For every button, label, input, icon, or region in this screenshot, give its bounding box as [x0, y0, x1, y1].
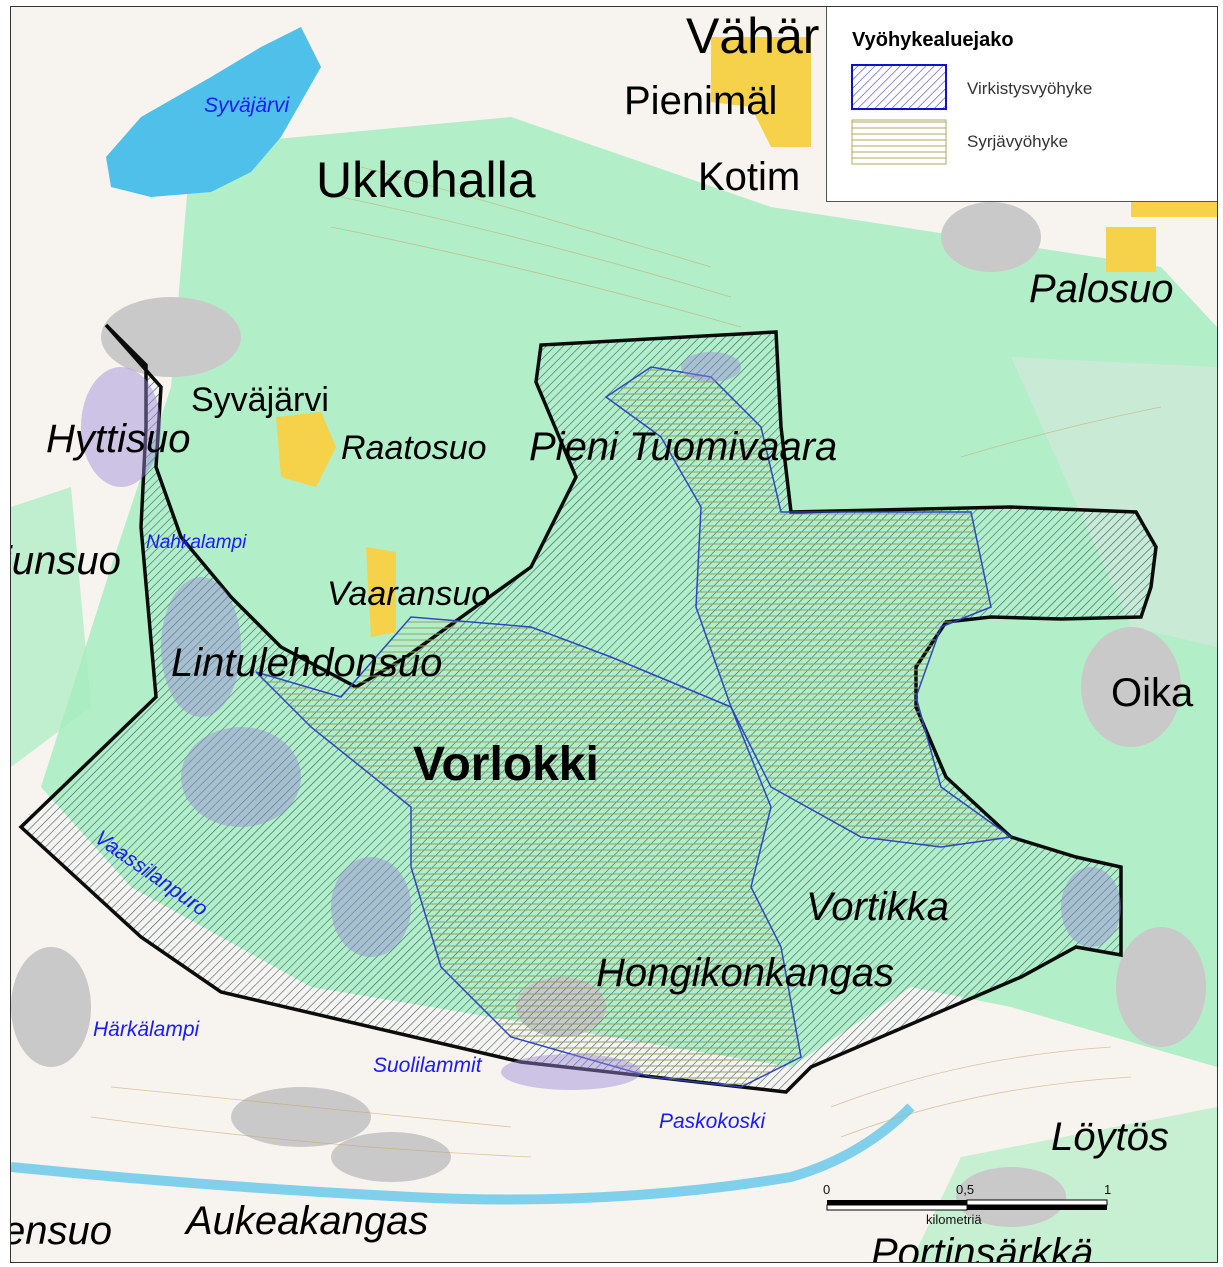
water-nahkalampi: Nahkalampi: [146, 532, 247, 553]
legend-label-virkistys: Virkistysvyöhyke: [967, 79, 1093, 98]
place-vahar: Vähär: [686, 8, 820, 64]
place-ensuo: ensuo: [10, 1209, 112, 1253]
place-kotim: Kotim: [698, 155, 801, 199]
place-pieni-tuomivaara: Pieni Tuomivaara: [529, 425, 838, 469]
place-aukeakangas: Aukeakangas: [186, 1199, 429, 1243]
place-vortikka: Vortikka: [806, 885, 950, 929]
scale-tick-half: 0,5: [956, 1182, 975, 1197]
map-canvas[interactable]: [11, 7, 1217, 1262]
legend-title: Vyöhykealuejako: [852, 29, 1014, 51]
place-palosuo: Palosuo: [1029, 267, 1174, 311]
water-harkalampi: Härkälampi: [93, 1018, 200, 1041]
place-vaaransuo: Vaaransuo: [327, 575, 491, 613]
place-hyttisuo: Hyttisuo: [46, 417, 191, 461]
place-ukkohalla: Ukkohalla: [316, 152, 536, 208]
legend-swatch-virkistys: [851, 64, 947, 110]
map-frame[interactable]: Ukkohalla Vähär Pienimäl Kotim Palosuo S…: [10, 6, 1218, 1263]
water-syvajarvi: Syväjärvi: [204, 94, 290, 117]
map-legend: Vyöhykealuejako Virkistysvyöhyke Syrjävy…: [826, 7, 1217, 202]
place-vorlokki: Vorlokki: [413, 738, 599, 791]
scale-tick-1: 1: [1104, 1182, 1112, 1197]
place-junsuo: junsuo: [10, 539, 121, 583]
scale-unit: kilometriä: [926, 1212, 982, 1227]
place-portinsarkka: Portinsärkkä: [871, 1231, 1094, 1263]
place-oika: Oika: [1111, 671, 1194, 715]
scale-bar: 0 0,5 1 kilometriä: [823, 1182, 1116, 1232]
syvajarvi-lake: [106, 27, 321, 197]
place-syvajarvi-village: Syväjärvi: [191, 381, 329, 419]
water-paskokoski: Paskokoski: [659, 1110, 766, 1133]
place-pienimal: Pienimäl: [624, 79, 778, 123]
river: [11, 1103, 915, 1205]
water-suolilammit: Suolilammit: [373, 1054, 482, 1077]
contours: [90, 166, 1162, 1158]
zone-syrja-north[interactable]: [604, 366, 1013, 848]
scale-tick-0: 0: [823, 1182, 831, 1197]
place-lintulehdonsuo: Lintulehdonsuo: [171, 641, 443, 685]
place-hongikonkangas: Hongikonkangas: [596, 951, 894, 995]
recreation-highlights: [81, 352, 1121, 1090]
zone-syrja[interactable]: [255, 616, 802, 1088]
place-raatosuo: Raatosuo: [341, 429, 487, 467]
legend-swatch-syrja: [851, 119, 947, 165]
scale-bar-graphic: [826, 1199, 1108, 1211]
legend-label-syrja: Syrjävyöhyke: [967, 132, 1069, 151]
place-loytos: Löytös: [1051, 1115, 1169, 1159]
